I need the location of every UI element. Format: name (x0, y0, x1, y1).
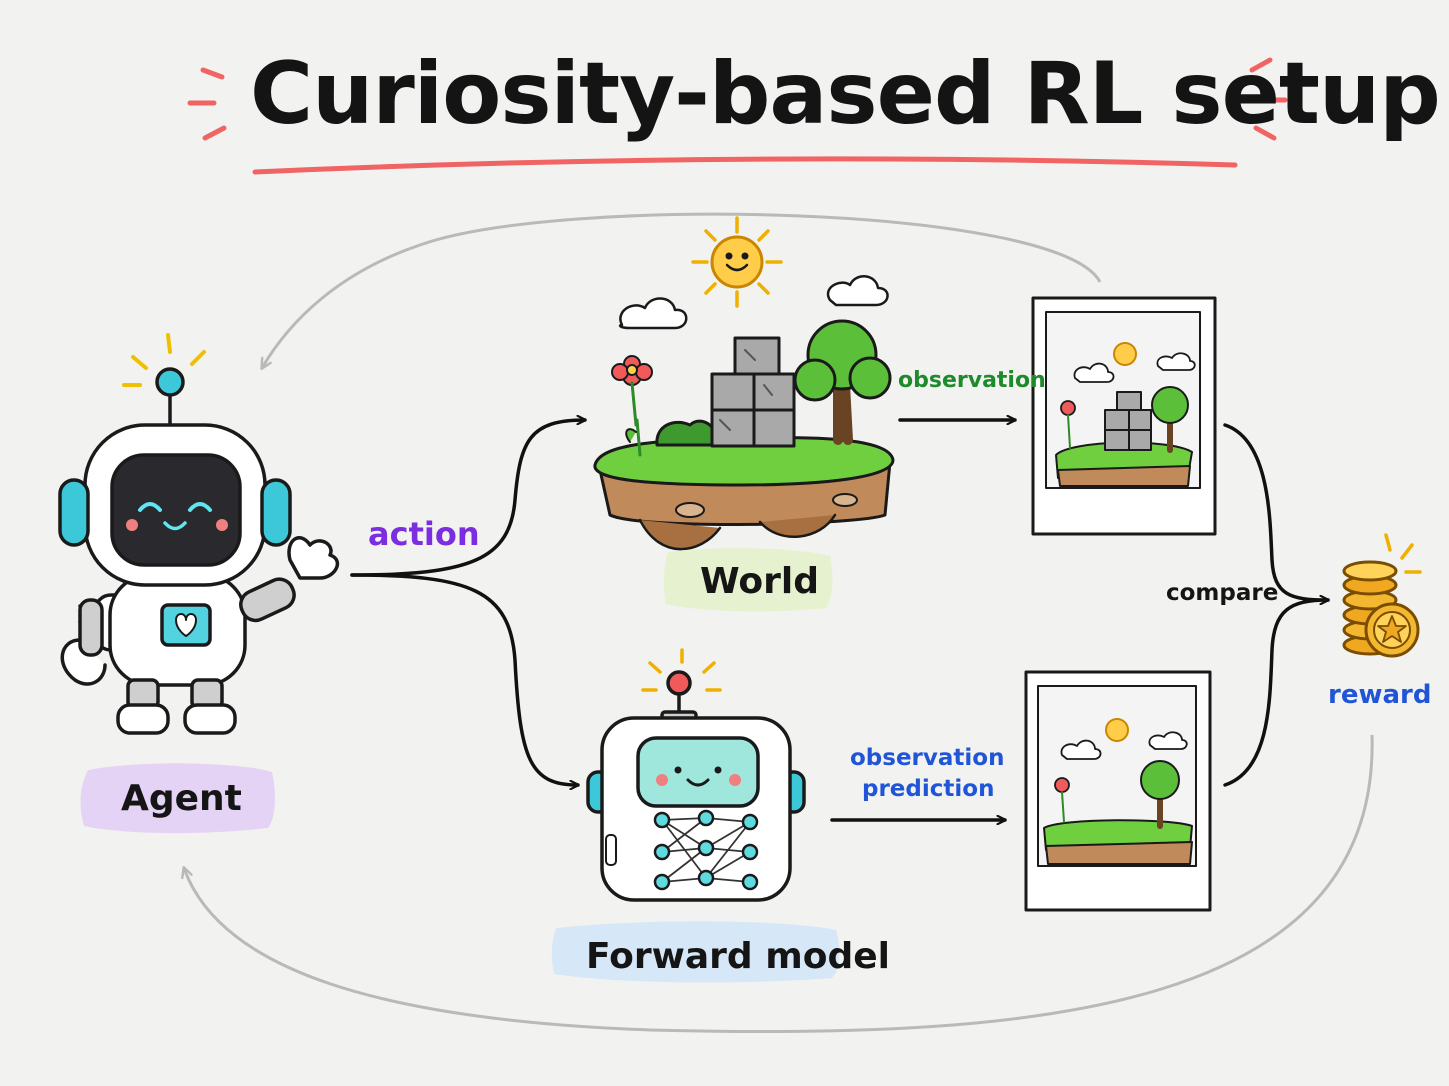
robot-agent-icon (58, 333, 340, 735)
action-arrow-to-world (350, 420, 587, 577)
prediction-label-line2: prediction (862, 776, 995, 802)
forward-model-tag-highlight (551, 921, 840, 983)
feedback-arrow-top (262, 212, 1102, 368)
compare-arrow-bottom (1223, 598, 1330, 787)
page-title: Curiosity-based RL setup (250, 44, 1441, 144)
observation-frame-icon (1031, 296, 1217, 536)
cloud-icon (618, 297, 688, 330)
coin-stack-reward-icon (1342, 533, 1422, 658)
prediction-label-line1: observation (850, 745, 1005, 771)
observation-label: observation (898, 368, 1046, 393)
title-decoration (187, 57, 1288, 175)
action-arrow-to-forward-model (350, 573, 580, 785)
cloud-icon (826, 275, 889, 307)
floating-island-world-icon (593, 216, 895, 551)
world-label: World (700, 561, 820, 602)
sun-icon (691, 216, 783, 308)
compare-label: compare (1166, 580, 1279, 606)
action-label: action (368, 515, 480, 553)
compare-arrow-top (1223, 423, 1330, 600)
agent-label: Agent (121, 778, 242, 819)
feedback-arrow-bottom (184, 734, 1374, 1034)
forward-model-label: Forward model (586, 936, 890, 977)
reward-label: reward (1328, 680, 1432, 710)
forward-model-robot-icon (586, 648, 806, 902)
predicted-frame-icon (1024, 670, 1212, 912)
world-tag-highlight (663, 548, 833, 612)
agent-tag-highlight (80, 763, 275, 834)
